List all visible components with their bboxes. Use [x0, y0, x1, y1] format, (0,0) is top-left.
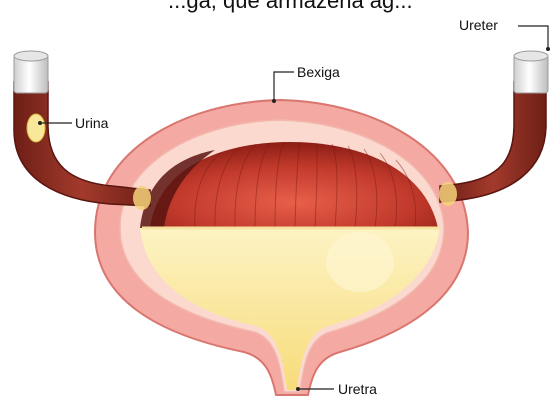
label-ureter: Ureter [459, 17, 498, 33]
bexiga-leader-dot [272, 99, 276, 103]
urine-drop [27, 114, 45, 142]
left-ureter-tube [14, 82, 150, 206]
label-bexiga: Bexiga [297, 64, 340, 80]
top-cropped-caption: ...ga, que armazena ag... [168, 0, 413, 13]
label-urina: Urina [75, 115, 109, 131]
ureter-leader-dot [546, 47, 550, 51]
right-ureter-cap-top [514, 51, 548, 61]
urine-highlight [326, 232, 394, 292]
left-ureter-opening [133, 186, 151, 210]
ureter-leader-line [518, 26, 548, 48]
bexiga-leader-line [274, 72, 294, 100]
label-uretra: Uretra [338, 381, 377, 397]
left-ureter-cap-top [14, 51, 48, 61]
urina-leader-dot [38, 121, 42, 125]
right-ureter-tube [440, 82, 546, 202]
right-ureter-opening [439, 182, 457, 206]
uretra-leader-dot [296, 387, 300, 391]
